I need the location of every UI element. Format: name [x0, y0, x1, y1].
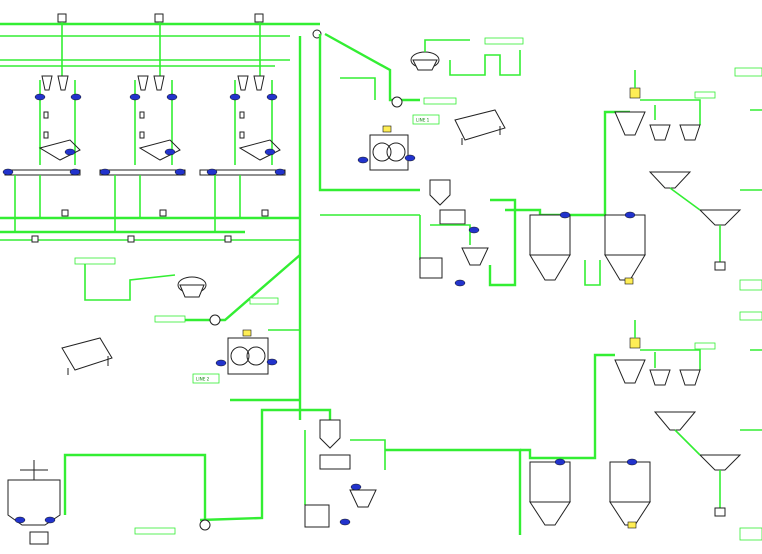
- storage-silos-bottom: [520, 353, 651, 529]
- filter-station-2: [199, 408, 522, 535]
- dosing-unit-2: [129, 22, 181, 165]
- line-1-conveying: [324, 32, 524, 171]
- dosing-unit-3: [229, 22, 281, 165]
- storage-silos-top: [505, 110, 646, 286]
- dosing-unit-1: [34, 22, 82, 165]
- header-valve[interactable]: [57, 13, 322, 39]
- mixing-tank: [7, 453, 211, 545]
- packing-unit-top: [614, 67, 762, 291]
- line-1-label-box: [412, 114, 440, 125]
- filter-station-1: [419, 179, 517, 287]
- line-1-label: LINE 1: [416, 118, 430, 123]
- line-2-label: LINE 2: [196, 377, 210, 382]
- packing-unit-bottom: [614, 311, 762, 541]
- bottom-header-valves[interactable]: [31, 209, 269, 243]
- feeder-section-top-left: [0, 13, 322, 243]
- line-2-label-box: [192, 373, 220, 384]
- screw-conveyors: [2, 168, 286, 176]
- line-2-conveying: [61, 254, 301, 402]
